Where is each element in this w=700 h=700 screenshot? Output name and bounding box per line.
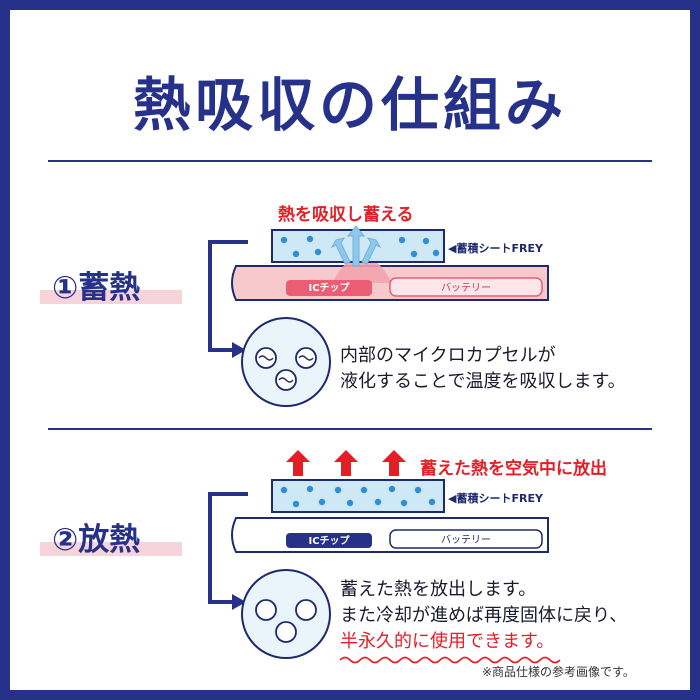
divider-top	[48, 160, 652, 162]
wavy-underline	[339, 656, 561, 664]
step1-capsule-circle	[241, 317, 331, 407]
absorb-arrows	[330, 225, 382, 267]
step2-ic-chip	[286, 533, 372, 548]
step2-highlight	[40, 542, 182, 556]
step1-highlight	[40, 290, 182, 304]
step1-sheet-label: ◀蓄積シートFREY	[448, 242, 543, 255]
step2-label: ②放熱	[52, 522, 141, 558]
page-title: 熱吸収の仕組み	[132, 71, 567, 139]
step2-battery	[389, 529, 543, 549]
footnote: ※商品仕様の参考画像です。	[482, 665, 635, 679]
step2-chip-text: ICチップ	[308, 534, 350, 547]
step1-sheet-dots	[280, 235, 440, 258]
step2-diagram: ICチップ バッテリー	[208, 450, 561, 664]
step1-label: ①蓄熱	[52, 270, 141, 306]
step2-sheet-dots	[280, 485, 436, 508]
step1-chip-text: ICチップ	[308, 281, 350, 294]
step1-description: 内部のマイクロカプセルが 液化することで温度を吸収します。	[340, 345, 626, 392]
step2-sheet-label: ◀蓄積シートFREY	[448, 492, 543, 505]
step1-battery	[389, 277, 543, 297]
step2-capsule-circle	[241, 569, 331, 659]
step2-battery-text: バッテリー	[441, 534, 491, 546]
step1-flow-arrow	[208, 240, 248, 352]
step1-ic-chip	[286, 280, 372, 296]
step2-sheet	[271, 479, 445, 513]
step1-diagram: ICチップ バッテリー	[208, 225, 549, 407]
step1-caption: 熱を吸収し蓄える	[278, 205, 414, 225]
step1-battery-text: バッテリー	[441, 282, 491, 294]
release-arrows	[286, 450, 406, 476]
step2-flow-arrow	[208, 492, 248, 604]
step2-description: 蓄えた熱を放出します。 また冷却が進めば再度固体に戻り、 半永久的に使用できます…	[340, 579, 628, 652]
divider-middle	[48, 428, 652, 430]
step2-caption: 蓄えた熱を空気中に放出	[420, 459, 607, 479]
